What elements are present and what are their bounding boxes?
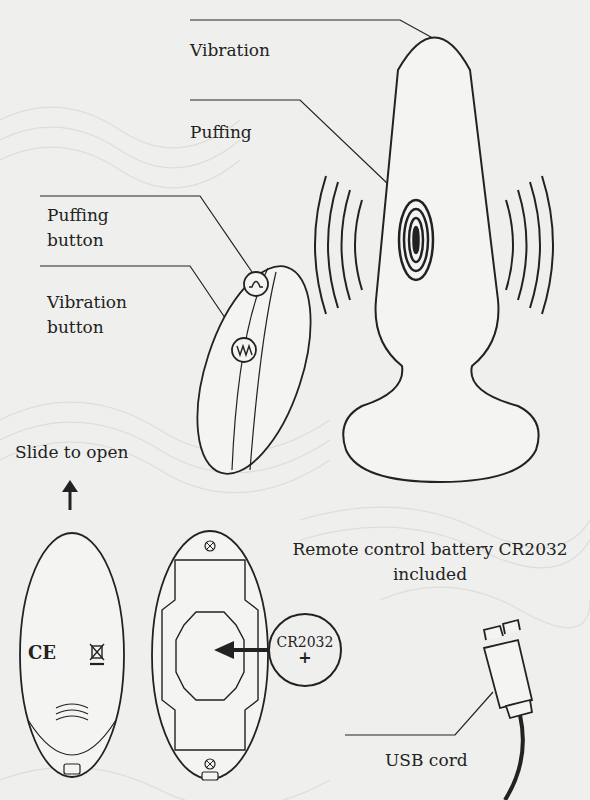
ce-mark: CE — [28, 640, 68, 665]
part-label: Vibration — [190, 38, 340, 63]
button-label: Puffing button — [47, 203, 142, 253]
usb-cord — [484, 620, 532, 800]
remote-open — [152, 531, 268, 780]
battery-note: Remote control battery CR2032 included — [280, 537, 580, 587]
remote-back — [20, 533, 124, 777]
plug — [343, 38, 538, 483]
polarity-sign: + — [298, 650, 311, 666]
remote-front — [175, 252, 333, 487]
vibration-marks — [315, 176, 553, 314]
slide-arrow — [62, 480, 78, 510]
battery-circle: CR2032+ — [268, 613, 342, 687]
instruction-label: Slide to open — [15, 440, 175, 465]
insert-arrow — [214, 641, 270, 659]
battery-type: CR2032 — [277, 634, 334, 650]
button-label: Vibration button — [47, 290, 157, 340]
bin-symbol — [90, 644, 104, 664]
part-label: Puffing — [190, 120, 340, 145]
puffing-rings — [399, 200, 433, 280]
part-label: USB cord — [385, 748, 505, 773]
